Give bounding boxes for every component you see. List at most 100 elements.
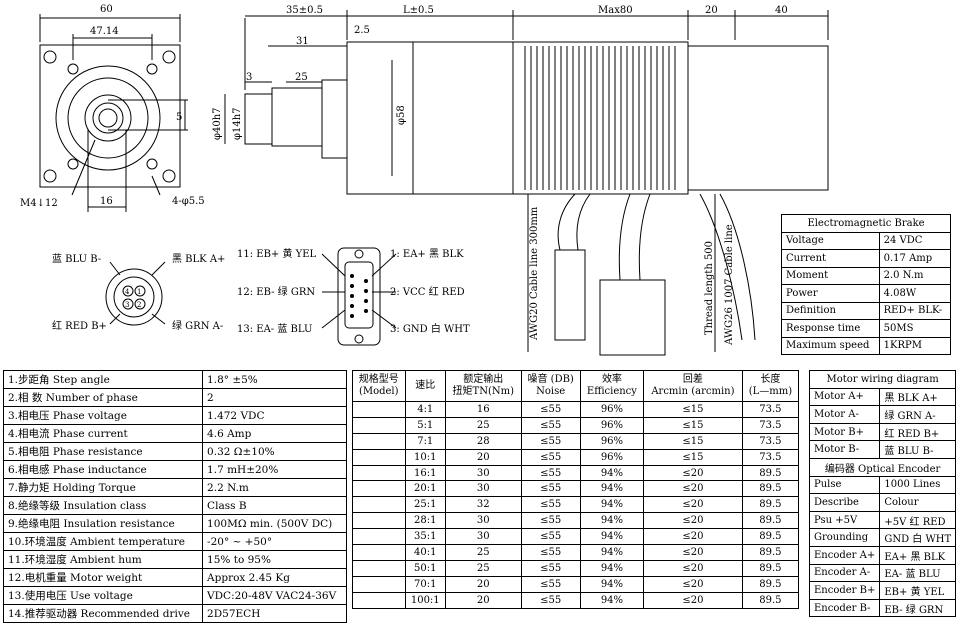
table-cell: 24 VDC [878, 231, 952, 250]
table-cell: ≤20 [643, 559, 743, 577]
table-cell: 5.相电阻 Phase resistance [2, 442, 204, 461]
encoder-row: Encoder B+EB+ 黄 YEL [808, 581, 957, 600]
table-cell: VDC:20-48V VAC24-36V [202, 586, 347, 605]
table-cell: 5:1 [404, 416, 447, 434]
table-cell: Grounding [808, 528, 881, 547]
cable-right-label-2: AWG26 1007 Cable line [724, 224, 735, 346]
table-cell: 25:1 [404, 496, 447, 514]
table-cell: 73.5 [741, 432, 800, 450]
table-cell: 94% [579, 544, 645, 561]
table-cell: 8.绝缘等级 Insulation class [2, 496, 204, 515]
db9-pin-2: 2: VCC 红 RED [390, 285, 465, 298]
table-cell: 12.电机重量 Motor weight [2, 568, 204, 587]
table-cell: 96% [579, 416, 645, 434]
dim-20: 20 [705, 5, 718, 16]
dim-width: 60 [100, 4, 113, 15]
table-cell: Definition [781, 301, 880, 320]
db9-pin-13: 13: EA- 蓝 BLU [237, 323, 312, 335]
table-cell: 94% [579, 575, 645, 593]
table-cell: 0.32 Ω±10% [202, 442, 347, 461]
table-cell [352, 559, 406, 577]
encoder-row: Encoder A-EA- 蓝 BLU [808, 563, 957, 583]
table-cell: 96% [579, 432, 645, 450]
table-cell: Class B [202, 496, 347, 515]
dim-L: L±0.5 [403, 5, 434, 16]
pin-blk: 黑 BLK A+ [172, 253, 225, 265]
table-cell [352, 591, 406, 609]
table-cell: 94% [579, 559, 645, 577]
dim-flange: 35±0.5 [286, 5, 323, 16]
table-cell: Motor A+ [808, 387, 881, 407]
table-cell: 28:1 [404, 512, 447, 530]
table-cell: ≤15 [643, 448, 743, 466]
table-cell: ≤15 [643, 432, 743, 450]
table-cell: ≤55 [520, 591, 581, 609]
table-cell: 94% [579, 528, 645, 546]
dim-d40: φ40h7 [212, 107, 223, 140]
table-cell: ≤20 [643, 528, 743, 546]
header-line: (Model) [358, 386, 399, 397]
spec-row: 10.环境温度 Ambient temperature-20° ~ +50° [2, 532, 347, 551]
table-cell: 20 [445, 448, 522, 466]
dim-max: Max80 [598, 5, 633, 16]
table-cell: ≤20 [643, 544, 743, 561]
table-cell: 89.5 [741, 480, 800, 498]
header-line: 长度 [760, 374, 781, 385]
table-cell: ≤55 [520, 575, 581, 593]
table-cell: 20 [445, 591, 522, 609]
table-cell: Approx 2.45 Kg [202, 568, 347, 587]
table-cell: 89.5 [741, 464, 800, 482]
table-cell: 89.5 [741, 512, 800, 530]
table-cell [352, 528, 406, 546]
table-cell: 0.17 Amp [878, 249, 952, 268]
table-cell: Encoder A- [808, 563, 881, 583]
table-cell: Current [781, 249, 880, 268]
table-cell [352, 464, 406, 482]
table-cell [352, 416, 406, 434]
gearbox-header: 噪音 (DB)Noise [520, 370, 581, 402]
table-cell: 20:1 [404, 480, 447, 498]
table-cell: 4.08W [878, 284, 952, 303]
table-cell: 2 [202, 388, 347, 407]
technical-drawing: 60 47.14 5 M4↓12 16 4-φ5.5 35±0.5 L±0.5 … [20, 4, 829, 356]
table-cell: 30 [445, 512, 522, 530]
table-cell: 黑 BLK A+ [879, 387, 957, 407]
table-cell: 11.环境湿度 Ambient hum [2, 550, 204, 569]
table-cell: 73.5 [741, 401, 800, 418]
table-cell: ≤55 [520, 432, 581, 450]
table-cell: EB- 绿 GRN [879, 598, 957, 618]
table-cell: Maximum speed [781, 336, 880, 355]
table-cell: ≤55 [520, 416, 581, 434]
side-view [224, 10, 829, 356]
table-cell [352, 496, 406, 514]
table-cell: 红 RED B+ [879, 422, 957, 442]
table-cell: 89.5 [741, 544, 800, 561]
dim-d58: φ58 [396, 105, 407, 125]
table-cell: 10.环境温度 Ambient temperature [2, 532, 204, 551]
table-cell: Psu +5V [808, 510, 881, 530]
table-cell: 3.相电压 Phase voltage [2, 406, 204, 425]
table-cell: ≤55 [520, 544, 581, 561]
table-cell: ≤55 [520, 496, 581, 514]
table-cell: Pulse [808, 475, 881, 495]
table-cell: 2.0 N.m [878, 266, 952, 285]
header-line: Noise [536, 386, 566, 397]
